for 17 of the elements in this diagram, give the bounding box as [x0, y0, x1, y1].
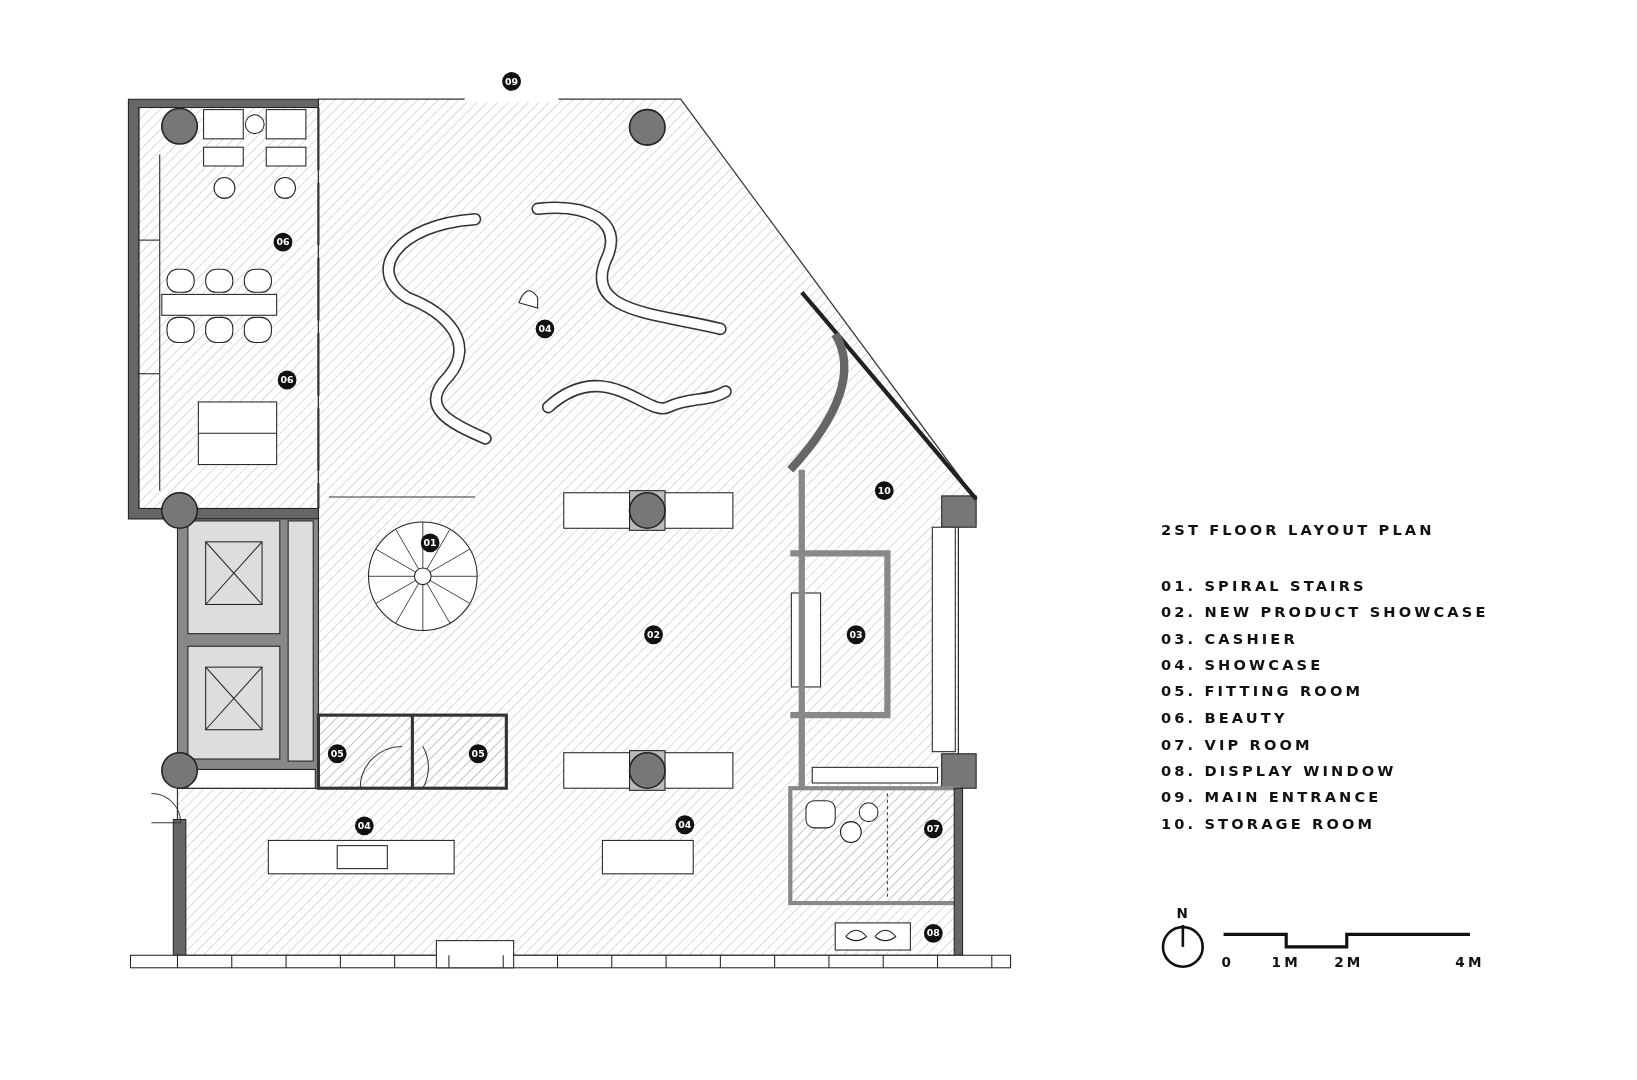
- scale-label: 1M: [1271, 954, 1301, 970]
- legend-entry: 05. FITTING ROOM: [1160, 682, 1364, 700]
- legend-entry: 10. STORAGE ROOM: [1160, 815, 1376, 832]
- legend-entry: 03. CASHIER: [1160, 630, 1298, 647]
- callout-number: 09: [502, 72, 521, 91]
- scale-label: 0: [1221, 954, 1235, 970]
- legend-entry: 01. SPIRAL STAIRS: [1160, 577, 1367, 595]
- legend-entry: 09. MAIN ENTRANCE: [1160, 788, 1382, 806]
- legend-entry: 02. NEW PRODUCT SHOWCASE: [1160, 603, 1489, 621]
- legend-entry: 06. BEAUTY: [1160, 709, 1288, 727]
- north-label: N: [1176, 905, 1192, 921]
- plan-title: 2ST FLOOR LAYOUT PLAN: [1160, 520, 1435, 538]
- legend-entry: 08. DISPLAY WINDOW: [1160, 762, 1397, 779]
- legend-entry: 04. SHOWCASE: [1160, 656, 1324, 674]
- scale-label: 2M: [1334, 954, 1364, 970]
- legend-entry: 07. VIP ROOM: [1160, 735, 1313, 753]
- scale-label: 4M: [1455, 954, 1485, 970]
